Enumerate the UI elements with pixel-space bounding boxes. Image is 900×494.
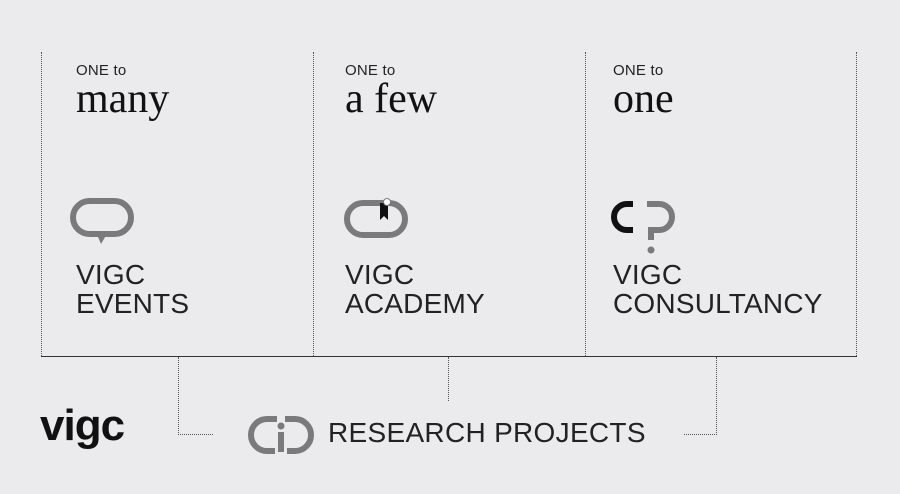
column-title: VIGC CONSULTANCY — [613, 260, 823, 318]
column-divider — [41, 52, 42, 356]
bookmark-capsule-icon — [344, 198, 410, 245]
column-divider — [585, 52, 586, 356]
vigc-logo: vigc — [40, 401, 125, 450]
audience-word: one — [613, 76, 674, 122]
one-to-label: ONE to — [76, 62, 127, 79]
column-divider — [856, 52, 857, 356]
column-title: VIGC EVENTS — [76, 260, 189, 318]
speech-bubble-icon — [70, 198, 136, 253]
audience-word: a few — [345, 76, 438, 122]
connector-right — [684, 357, 717, 435]
title-line: CONSULTANCY — [613, 288, 823, 319]
connector-middle — [448, 357, 449, 401]
title-line: VIGC — [76, 259, 146, 290]
audience-word: many — [76, 76, 170, 122]
baseline — [41, 356, 857, 357]
column-title: VIGC ACADEMY — [345, 260, 485, 318]
title-line: VIGC — [345, 259, 415, 290]
column-events: ONE to many VIGC EVENTS — [41, 0, 301, 356]
title-line: ACADEMY — [345, 288, 485, 319]
title-line: EVENTS — [76, 288, 190, 319]
title-line: VIGC — [613, 259, 683, 290]
column-consultancy: ONE to one VIGC CONSULTANCY — [585, 0, 845, 356]
column-divider — [313, 52, 314, 356]
research-projects-label: RESEARCH PROJECTS — [328, 417, 646, 448]
question-mark-icon — [611, 198, 681, 261]
one-to-label: ONE to — [345, 62, 396, 79]
linked-rings-icon — [247, 414, 315, 461]
connector-left — [178, 357, 213, 435]
one-to-label: ONE to — [613, 62, 664, 79]
column-academy: ONE to a few VIGC ACADEMY — [313, 0, 573, 356]
